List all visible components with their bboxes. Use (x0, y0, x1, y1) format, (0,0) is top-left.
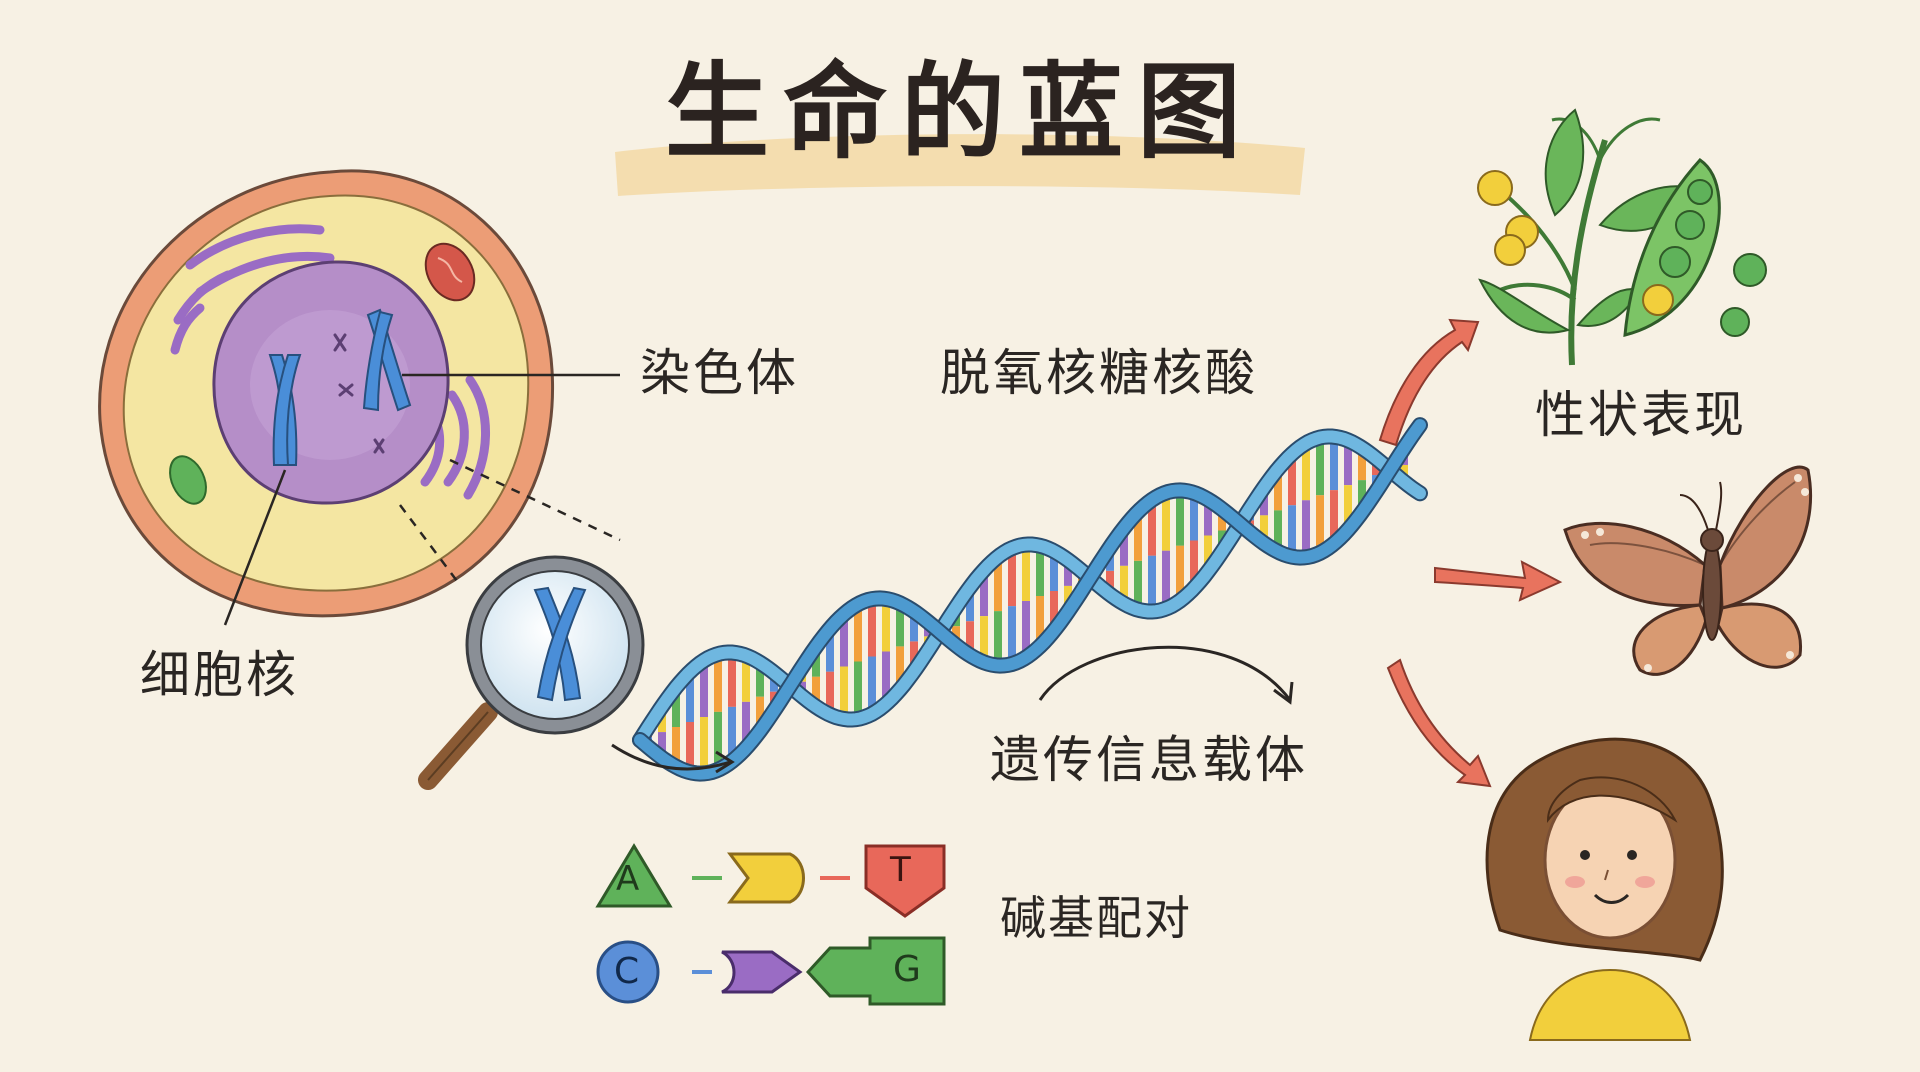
label-dna: 脱氧核糖核酸 (940, 344, 1258, 402)
eye-right (1627, 850, 1637, 860)
label-chromosome: 染色体 (640, 344, 799, 402)
base-t-shape (864, 844, 946, 918)
butterfly-wing-upper-right (1718, 465, 1813, 610)
label-carrier: 遗传信息载体 (990, 731, 1308, 789)
arrow-to-child (1386, 658, 1492, 788)
title-highlight (615, 134, 1305, 196)
pea (1642, 284, 1674, 316)
magnifier-icon (418, 555, 645, 790)
butterfly-icon (1563, 465, 1813, 676)
chromosome-icon (268, 308, 412, 466)
butterfly-wing-lower-left (1632, 603, 1708, 676)
pea (1687, 179, 1713, 205)
magnified-chromosome-icon (533, 586, 587, 702)
cytosine-connector (721, 950, 803, 994)
small-chromosomes (333, 333, 385, 454)
pea (1733, 253, 1767, 287)
helix-backbone (634, 419, 1426, 780)
arrow-carrier (1038, 645, 1292, 701)
leaf (1478, 278, 1571, 334)
child-face-icon (1485, 737, 1724, 1041)
endoplasmic-reticulum (170, 224, 490, 500)
base-a-letter: A (616, 859, 640, 899)
mitochondrion (424, 242, 476, 302)
yellow-pea (1477, 170, 1513, 206)
base-t-letter: T (890, 850, 911, 890)
label-base-pairing: 碱基配对 (1000, 891, 1192, 945)
cell-icon (98, 169, 621, 626)
base-c-shape (596, 940, 660, 1004)
helix-backbone (634, 430, 1426, 746)
yellow-pea (1494, 234, 1526, 266)
label-trait: 性状表现 (1535, 386, 1747, 444)
leaf (1544, 108, 1585, 217)
eye-left (1580, 850, 1590, 860)
pea-plant-icon (1477, 108, 1767, 366)
shirt (1528, 968, 1692, 1041)
butterfly-wing-lower-right (1716, 602, 1803, 669)
smile (1593, 893, 1630, 904)
dna-helix-icon (632, 417, 1428, 782)
base-g-shape (805, 936, 946, 1006)
pea (1659, 246, 1691, 278)
base-g-letter: G (893, 949, 921, 990)
label-nucleus: 细胞核 (140, 646, 299, 704)
arrow-to-butterfly (1434, 560, 1563, 602)
base-c-letter: C (614, 951, 640, 992)
adenine-connector (727, 852, 805, 904)
trait-arrows (1378, 318, 1563, 788)
pea (1720, 307, 1750, 337)
arrow-magnifier-to-dna (611, 743, 731, 771)
arrow-to-plant (1378, 318, 1480, 447)
base-a-shape (595, 843, 673, 908)
butterfly-body (1702, 539, 1722, 641)
zoom-line-upper (449, 458, 621, 542)
base-pair-legend (595, 843, 946, 1006)
vacuole (169, 455, 207, 505)
pea (1675, 210, 1705, 240)
page-title: 生命的蓝图 (664, 51, 1255, 173)
nucleus-leader-line (223, 469, 287, 626)
